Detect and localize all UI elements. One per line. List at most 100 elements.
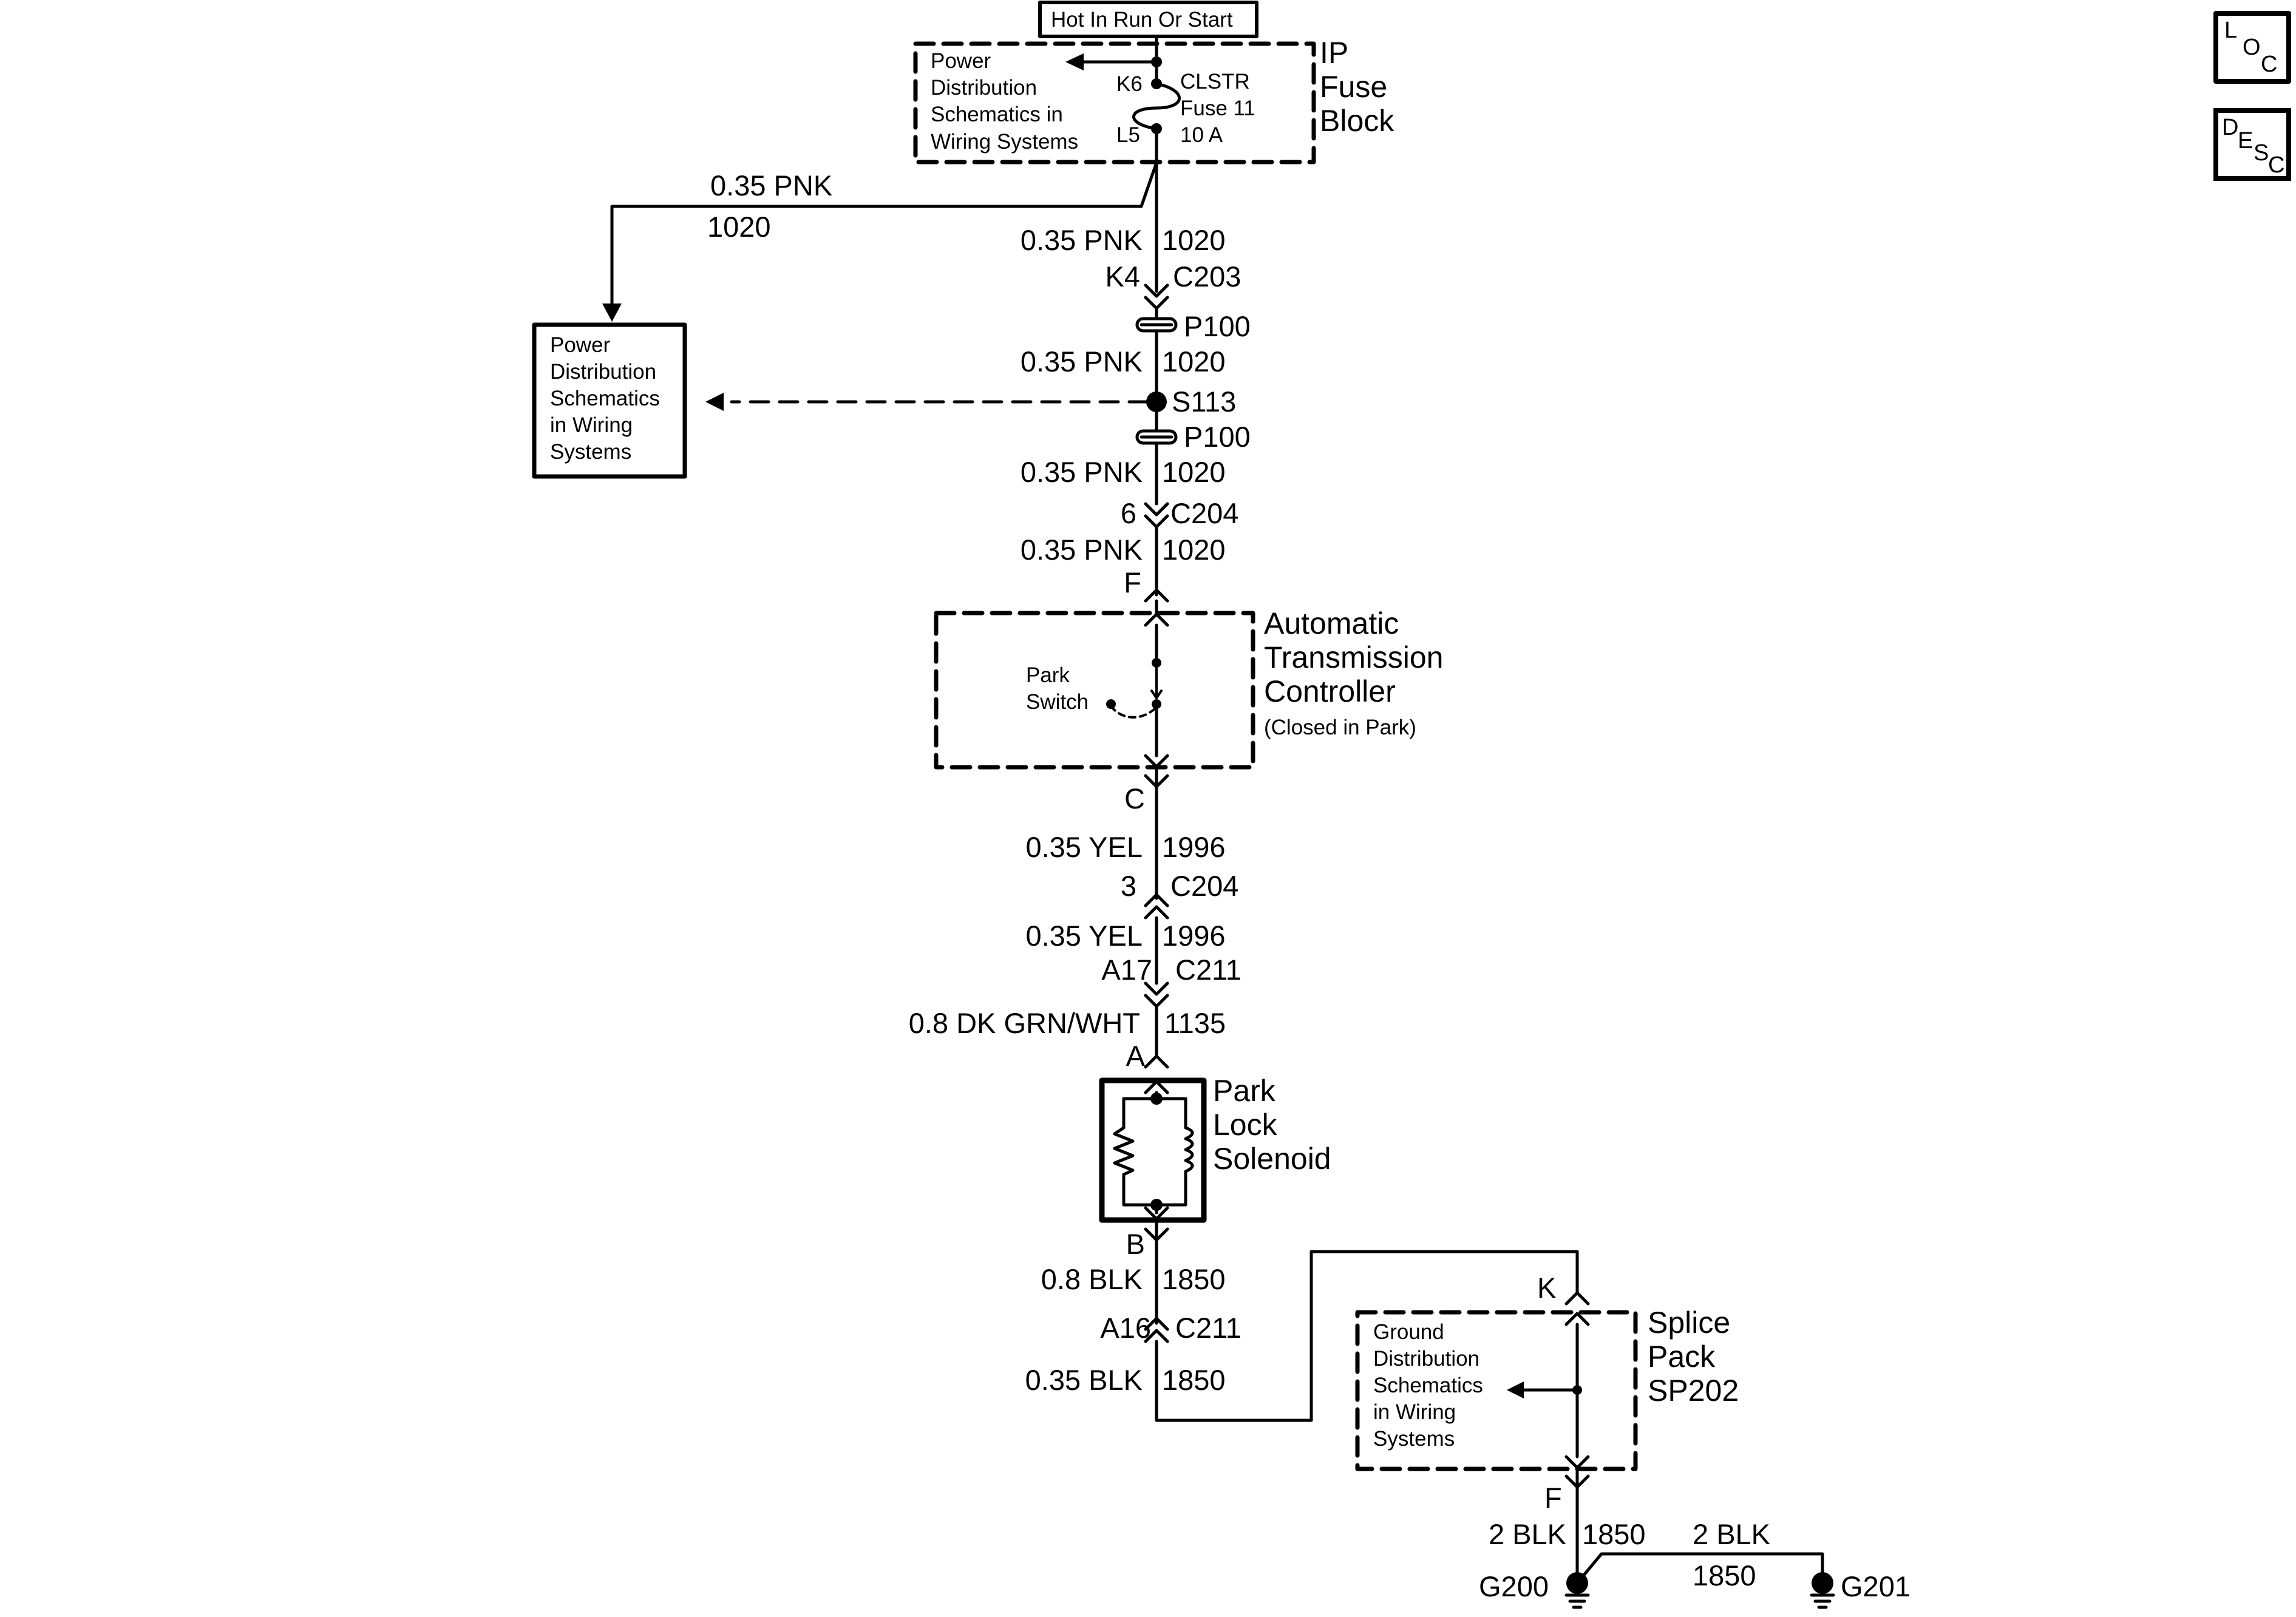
branch-wire-circuit: 1020 [707, 211, 771, 243]
ground-wire-left: 2 BLK [1489, 1518, 1566, 1550]
left-ref-text: Power Distribution Schematics in Wiring … [550, 333, 660, 464]
wire-label: 0.35 PNK [1021, 534, 1143, 566]
hot-in-run-label: Hot In Run Or Start [1051, 8, 1233, 32]
svg-text:L: L [2224, 18, 2237, 43]
connector-pin: A [1126, 1040, 1146, 1072]
connector-id: C211 [1175, 954, 1241, 986]
ground-ref-text: Ground Distribution Schematics in Wiring… [1373, 1320, 1483, 1451]
circuit-label: 1996 [1162, 920, 1226, 952]
svg-text:C: C [2268, 152, 2284, 178]
svg-text:Controller: Controller [1264, 674, 1396, 708]
connector-id: C204 [1170, 497, 1238, 529]
svg-text:in Wiring: in Wiring [550, 413, 633, 437]
svg-text:Park: Park [1213, 1074, 1276, 1108]
fuse-symbol [1132, 82, 1181, 131]
svg-text:Fuse: Fuse [1320, 70, 1387, 104]
svg-text:Block: Block [1320, 104, 1394, 138]
svg-text:Pack: Pack [1648, 1340, 1716, 1374]
connector-pin: A16 [1100, 1312, 1151, 1344]
left-power-distribution-box [532, 322, 687, 479]
splice-id: S113 [1172, 385, 1236, 418]
passthrough-id: P100 [1184, 421, 1251, 453]
desc-button-frame[interactable] [2213, 108, 2291, 181]
svg-text:Splice: Splice [1648, 1306, 1730, 1340]
fuse-ref-text: Power Distribution Schematics in Wiring … [931, 49, 1078, 154]
svg-text:Distribution: Distribution [550, 360, 656, 384]
svg-text:O: O [2243, 35, 2261, 60]
circuit-label: 1850 [1162, 1263, 1226, 1295]
svg-text:Schematics: Schematics [550, 387, 660, 410]
branch-wire [610, 161, 1158, 311]
svg-text:Switch: Switch [1026, 690, 1089, 714]
svg-text:IP: IP [1320, 36, 1348, 70]
svg-text:SP202: SP202 [1648, 1374, 1739, 1408]
atc-box [934, 611, 1255, 770]
park-switch-label: Park Switch [1026, 663, 1089, 714]
svg-text:Systems: Systems [1373, 1427, 1455, 1451]
wire-label: 0.35 PNK [1021, 224, 1143, 256]
svg-text:in Wiring: in Wiring [1373, 1400, 1456, 1424]
svg-text:Systems: Systems [550, 440, 631, 464]
svg-text:Lock: Lock [1213, 1108, 1278, 1142]
ground-ref-arrow [1507, 1381, 1524, 1398]
svg-text:Power: Power [931, 49, 991, 73]
connector-pin: B [1126, 1228, 1145, 1260]
svg-text:10 A: 10 A [1180, 123, 1223, 147]
svg-text:CLSTR: CLSTR [1180, 70, 1250, 93]
svg-text:D: D [2222, 115, 2238, 140]
connector-pin: A17 [1101, 954, 1152, 986]
svg-text:Fuse 11: Fuse 11 [1180, 97, 1255, 120]
ground-circuit-left: 1850 [1582, 1518, 1646, 1550]
ip-fuse-block-box [913, 41, 1316, 164]
circuit-label: 1850 [1162, 1364, 1226, 1396]
connector-id: C211 [1175, 1312, 1241, 1344]
circuit-label: 1020 [1162, 224, 1226, 256]
svg-text:Distribution: Distribution [931, 76, 1037, 100]
fuse-pin-k6: K6 [1116, 72, 1143, 96]
passthrough-id: P100 [1184, 310, 1251, 342]
connector-pin: C [1124, 782, 1145, 815]
ground-g200-symbol [1564, 1593, 1590, 1609]
solenoid-title: Park Lock Solenoid [1213, 1074, 1331, 1176]
wire-label: 0.35 PNK [1021, 456, 1143, 488]
ground-wire-right: 2 BLK [1693, 1518, 1770, 1550]
wire-label: 0.35 YEL [1025, 831, 1143, 863]
s113-ref-arrow [705, 393, 724, 411]
circuit-label: 1135 [1164, 1007, 1226, 1039]
ground-g200-label: G200 [1479, 1570, 1549, 1602]
loc-button[interactable] [2213, 11, 2291, 84]
svg-text:Automatic: Automatic [1264, 606, 1399, 640]
circuit-label: 1020 [1162, 345, 1226, 378]
fuse-pin-l5: L5 [1116, 123, 1140, 147]
park-switch-arc [1110, 705, 1158, 719]
splice-pack-box [1355, 1310, 1638, 1471]
connector-pin: K4 [1106, 260, 1141, 293]
ground-return-wire [1155, 1250, 1579, 1422]
circuit-label: 1996 [1162, 831, 1226, 863]
svg-text:S: S [2254, 140, 2269, 166]
connector-pin: F [1124, 566, 1141, 598]
svg-text:Schematics in: Schematics in [931, 103, 1063, 126]
svg-text:Transmission: Transmission [1264, 640, 1443, 674]
branch-wire-gauge: 0.35 PNK [710, 169, 832, 202]
hot-in-run-box [1038, 1, 1258, 38]
wire-label: 0.35 YEL [1025, 920, 1143, 952]
splice-s113 [1146, 392, 1167, 412]
circuit-label: 1020 [1162, 534, 1226, 566]
branch-arrow [602, 303, 622, 322]
svg-text:Solenoid: Solenoid [1213, 1142, 1331, 1176]
ip-fuse-block-title: IP Fuse Block [1320, 36, 1394, 138]
loc-button-text: L O C [2224, 18, 2277, 77]
wire-label: 0.8 DK GRN/WHT [909, 1007, 1140, 1039]
atc-title: Automatic Transmission Controller [1264, 606, 1443, 708]
svg-text:Park: Park [1026, 663, 1070, 687]
ground-g201-label: G201 [1841, 1570, 1911, 1602]
atc-note: (Closed in Park) [1264, 716, 1416, 739]
splice-pin-f: F [1544, 1482, 1562, 1514]
svg-text:Wiring Systems: Wiring Systems [931, 130, 1078, 154]
fuse-rating-text: CLSTR Fuse 11 10 A [1180, 70, 1255, 147]
wire-label: 0.35 BLK [1025, 1364, 1143, 1396]
svg-text:Ground: Ground [1373, 1320, 1444, 1344]
connector-id: C204 [1170, 870, 1238, 902]
